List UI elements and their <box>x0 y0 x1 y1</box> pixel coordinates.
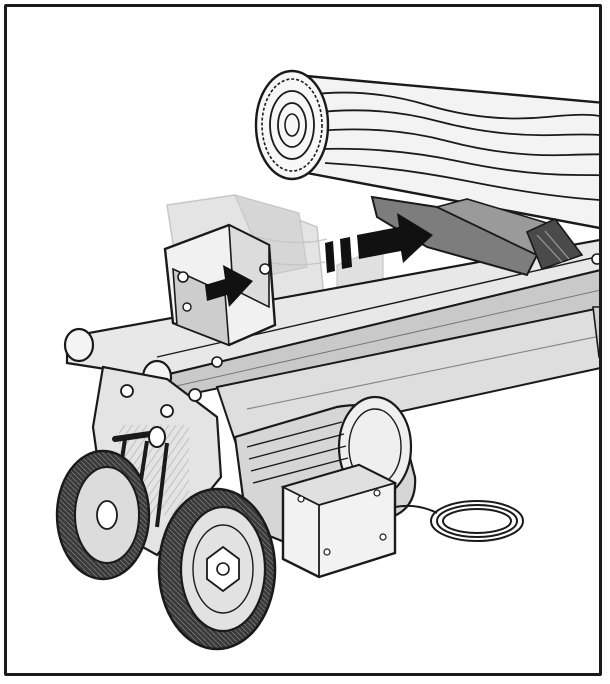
wheel-left <box>55 449 151 581</box>
hydraulic-cylinder <box>215 307 599 449</box>
main-beam <box>63 238 599 401</box>
log-splitter-illustration <box>55 69 599 651</box>
diagram-frame <box>4 4 602 676</box>
log-end-rings <box>254 69 330 181</box>
switch-box <box>280 463 398 579</box>
splitting-wedge <box>525 218 584 271</box>
dashed-arrow-right-icon <box>325 213 433 273</box>
log <box>254 69 599 230</box>
beam-end-cap-left <box>63 327 95 363</box>
arrow-right-icon <box>205 265 253 307</box>
power-cable-coil <box>394 500 524 542</box>
wheel-right <box>157 487 277 651</box>
log-cradle <box>370 195 584 277</box>
